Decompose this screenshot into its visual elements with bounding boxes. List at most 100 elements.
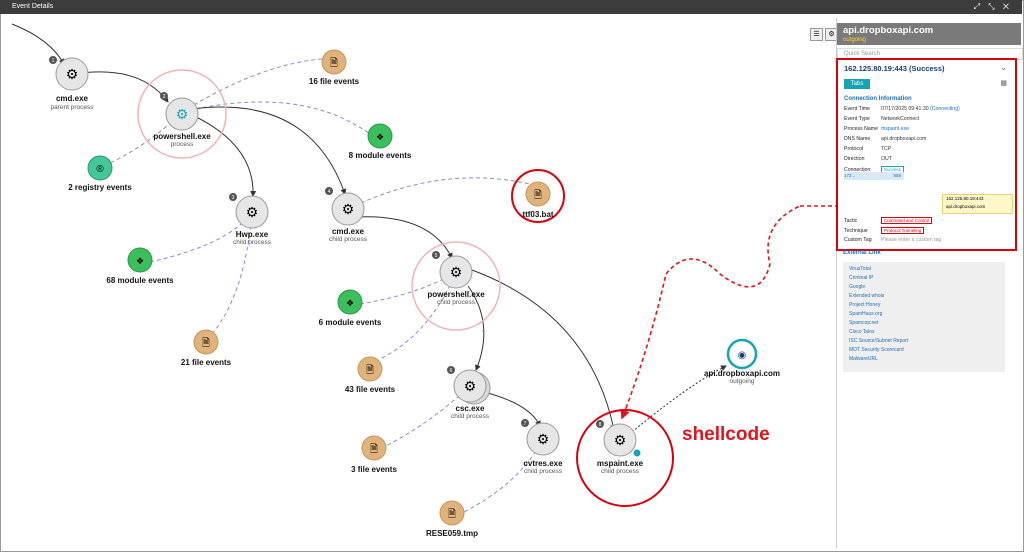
node-sub: process — [171, 141, 195, 148]
external-link-title: External Link — [843, 250, 881, 256]
link-spamcop[interactable]: Spamcop.net — [849, 320, 879, 326]
group-16-file-events[interactable]: 🗎 16 file events — [309, 49, 360, 86]
group-21-file-events[interactable]: 🗎 21 file events — [181, 329, 232, 367]
node-badge: 1 — [52, 58, 55, 64]
process-node-4[interactable]: ⚙ 4 cmd.exe child process — [325, 187, 368, 243]
link-isc[interactable]: ISC Source/Subnet Report — [849, 338, 909, 344]
link-spamhaus[interactable]: SpamHaus.org — [849, 311, 883, 317]
group-3-file-events[interactable]: 🗎 3 file events — [351, 435, 397, 474]
node-sub: child process — [601, 468, 640, 475]
node-sub: child process — [451, 413, 490, 420]
node-sub: child process — [329, 236, 368, 243]
file-icon: 🗎 — [534, 189, 542, 201]
custom-tag-input[interactable]: Please enter a custom tag — [881, 237, 942, 243]
node-sub: outgoing — [730, 378, 755, 385]
module-icon: ❖ — [376, 132, 384, 142]
file-icon: 🗎 — [202, 337, 210, 349]
file-icon: 🗎 — [448, 508, 456, 520]
gear-icon: ⚙ — [537, 431, 550, 447]
process-node-3[interactable]: ⚙ 3 Hwp.exe child process — [229, 193, 272, 246]
node-sub: child process — [233, 239, 272, 246]
node-label: mspaint.exe — [597, 459, 644, 468]
process-link[interactable]: mspaint.exe — [881, 126, 909, 132]
edge-label: 4 — [482, 328, 485, 333]
group-8-module-events[interactable]: ❖ 8 module events — [349, 123, 412, 160]
panel-subtitle: outgoing — [843, 37, 867, 43]
halo-powershell-2 — [411, 241, 501, 331]
process-node-8[interactable]: ⚙ 8 mspaint.exe child process — [596, 420, 644, 475]
tabs-button[interactable]: Tabs — [844, 79, 870, 89]
node-label: Hwp.exe — [236, 230, 269, 239]
node-sub: child process — [524, 468, 563, 475]
gear-icon: ⚙ — [464, 378, 477, 394]
file-icon: 🗎 — [330, 57, 338, 69]
link-whois[interactable]: Extended whois — [849, 293, 885, 299]
module-icon: ❖ — [136, 256, 144, 266]
group-label: 68 module events — [106, 276, 174, 285]
group-label: 43 file events — [345, 385, 396, 394]
file-icon: 🗎 — [366, 364, 374, 376]
external-links: VirusTotal Criminal IP Google Extended w… — [843, 262, 1005, 372]
window-title: Event Details — [12, 3, 54, 10]
file-icon: 🗎 — [370, 443, 378, 455]
process-node-2[interactable]: ⚙ 2 powershell.exe process — [153, 92, 211, 148]
link-virustotal[interactable]: VirusTotal — [849, 266, 871, 272]
link-project-honey[interactable]: Project Honey — [849, 302, 881, 308]
node-badge: 8 — [599, 422, 602, 428]
panel-header: api.dropboxapi.com outgoing — [837, 23, 1021, 45]
group-6-module-events[interactable]: ❖ 6 module events — [319, 289, 382, 327]
highlight-mspaint — [576, 409, 674, 507]
group-label: 6 module events — [319, 318, 382, 327]
network-node[interactable]: ◉ api.dropboxapi.com outgoing — [704, 338, 780, 385]
group-rese059-tmp[interactable]: 🗎 RESE059.tmp — [426, 500, 478, 538]
connection-header[interactable]: 162.125.80.19:443 (Success) — [844, 64, 945, 73]
table-icon[interactable]: ▦ — [1000, 80, 1007, 87]
group-68-module-events[interactable]: ❖ 68 module events — [106, 247, 174, 285]
node-label: powershell.exe — [427, 290, 485, 299]
halo-powershell-1 — [137, 69, 227, 159]
gear-icon: ⚙ — [450, 264, 463, 280]
shellcode-annotation: shellcode — [682, 424, 770, 445]
group-2-registry-events[interactable]: ® 2 registry events — [68, 155, 132, 192]
gear-icon: ⚙ — [246, 204, 259, 220]
link-cisco-talos[interactable]: Cisco Talos — [849, 329, 875, 335]
link-mot[interactable]: MOT Security Scorecard — [849, 347, 904, 353]
section-title: Connection Information — [844, 96, 912, 102]
group-ttf03-bat[interactable]: 🗎 ttf03.bat — [522, 181, 554, 219]
link-criminal-ip[interactable]: Criminal IP — [849, 275, 874, 281]
registry-icon: ® — [96, 164, 104, 175]
group-43-file-events[interactable]: 🗎 43 file events — [345, 356, 396, 394]
group-label: 21 file events — [181, 358, 232, 367]
shellcode-arrow-left — [625, 205, 801, 409]
chevron-down-icon[interactable]: ⌄ — [1000, 63, 1007, 72]
connection-mini-bar: 172...558 — [844, 172, 904, 180]
process-node-6[interactable]: ⚙ 6 csc.exe child process — [447, 366, 491, 420]
link-malwareurl[interactable]: MalwareURL — [849, 356, 878, 362]
group-label: 2 registry events — [68, 183, 132, 192]
list-icon[interactable]: ☰ — [810, 28, 823, 41]
gear-icon: ⚙ — [176, 106, 189, 122]
node-label: cvtres.exe — [523, 459, 563, 468]
module-icon: ❖ — [346, 298, 354, 308]
link-google[interactable]: Google — [849, 284, 866, 290]
panel-title: api.dropboxapi.com — [843, 25, 934, 36]
node-badge: 7 — [524, 421, 527, 427]
node-label: powershell.exe — [153, 132, 211, 141]
process-node-7[interactable]: ⚙ 7 cvtres.exe child process — [521, 419, 563, 475]
title-bar: Event Details ⤢ ⤡ ✕ — [0, 0, 1022, 14]
node-badge: 3 — [232, 195, 235, 201]
process-node-1[interactable]: ⚙ 1 cmd.exe parent process — [49, 56, 94, 111]
gear-icon: ⚙ — [342, 201, 355, 217]
node-label: cmd.exe — [56, 94, 89, 103]
gear-icon: ⚙ — [66, 66, 79, 82]
process-node-5[interactable]: ⚙ 5 powershell.exe child process — [427, 251, 485, 306]
window-controls[interactable]: ⤢ ⤡ ✕ — [973, 2, 1012, 11]
